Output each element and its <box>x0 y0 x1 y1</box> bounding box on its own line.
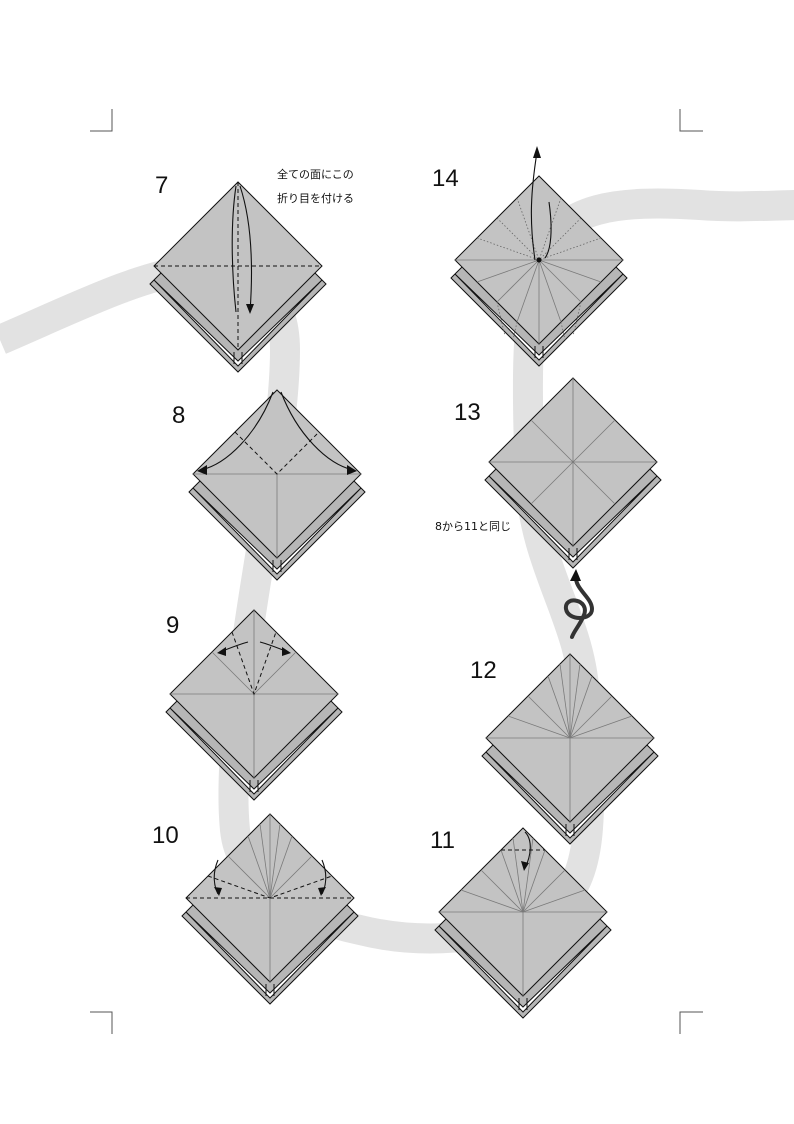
step-10-number: 10 <box>152 822 179 849</box>
step-12-diagram <box>481 653 659 845</box>
step-9-diagram <box>165 609 343 801</box>
step-13-note: 8から11と同じ <box>435 520 511 533</box>
turn-over-icon <box>564 569 595 639</box>
step-11-diagram <box>434 827 612 1019</box>
step-7-note-line2: 折り目を付ける <box>277 191 354 205</box>
flow-band <box>0 188 794 954</box>
crop-marks <box>90 109 703 1034</box>
step-8-diagram <box>188 389 366 581</box>
step-7-note-line1: 全ての面にこの <box>277 167 354 181</box>
step-14-diagram <box>450 146 628 367</box>
step-8-number: 8 <box>172 402 185 429</box>
step-9-number: 9 <box>166 612 179 639</box>
step-7-diagram <box>149 181 327 373</box>
step-11-number: 11 <box>430 827 455 854</box>
step-13-diagram <box>484 377 662 569</box>
step-12-number: 12 <box>470 657 497 684</box>
step-13-number: 13 <box>454 399 481 426</box>
step-14-number: 14 <box>432 165 459 192</box>
step-7-number: 7 <box>155 172 168 199</box>
step-10-diagram <box>181 813 359 1005</box>
